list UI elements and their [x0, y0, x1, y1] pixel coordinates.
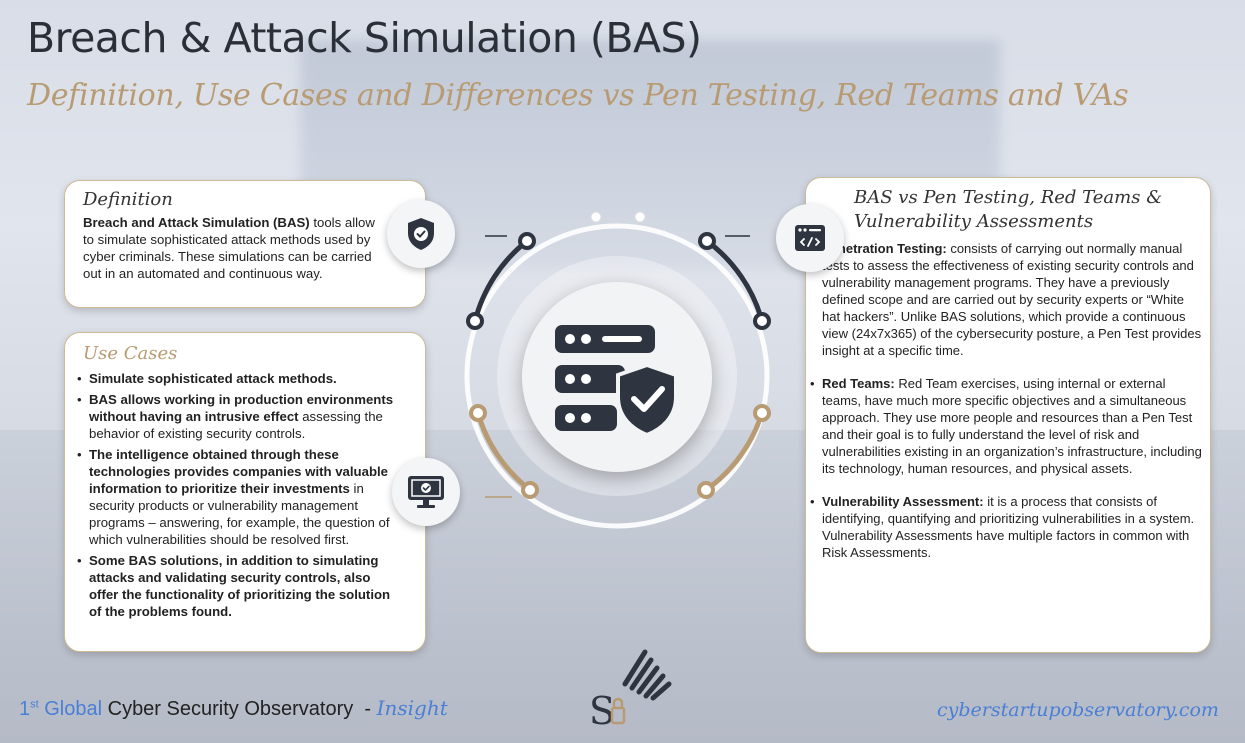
- footer-ordinal-suffix: st: [30, 698, 39, 711]
- item-bold: Red Teams:: [822, 376, 895, 391]
- ring-node: [697, 481, 715, 499]
- item-bold: Penetration Testing:: [822, 241, 947, 256]
- page-title: Breach & Attack Simulation (BAS): [27, 14, 702, 62]
- ring-node: [753, 404, 771, 422]
- list-item: Simulate sophisticated attack methods.: [77, 370, 395, 387]
- comparison-card: BAS vs Pen Testing, Red Teams & Vulnerab…: [805, 177, 1211, 653]
- page-subtitle: Definition, Use Cases and Differences vs…: [27, 78, 1129, 113]
- footer-global: Global: [38, 698, 103, 720]
- list-item: The intelligence obtained through these …: [77, 446, 395, 548]
- definition-card: Definition Breach and Attack Simulation …: [64, 180, 426, 308]
- list-item: Red Teams: Red Team exercises, using int…: [810, 375, 1202, 477]
- list-item: Penetration Testing: consists of carryin…: [810, 240, 1202, 359]
- footer-ordinal: 1: [19, 698, 31, 720]
- code-window-icon: [795, 225, 825, 251]
- use-cases-list: Simulate sophisticated attack methods. B…: [77, 370, 395, 620]
- list-item: BAS allows working in production environ…: [77, 391, 395, 442]
- svg-text:S: S: [589, 689, 615, 730]
- footer-insight: Insight: [376, 696, 448, 720]
- use-cases-heading: Use Cases: [83, 343, 178, 364]
- definition-body: tools allow to simulate sophisticated at…: [83, 215, 375, 281]
- list-item: Vulnerability Assessment: it is a proces…: [810, 493, 1202, 561]
- ring-node: [590, 211, 602, 223]
- ring-node: [753, 312, 771, 330]
- ring-node: [634, 211, 646, 223]
- footer-brand: 1st Global Cyber Security Observatory - …: [19, 696, 448, 721]
- ring-node: [698, 232, 716, 250]
- item-bold: Simulate sophisticated attack methods.: [89, 371, 337, 386]
- footer-observatory: Cyber Security Observatory: [102, 698, 354, 720]
- comparison-heading: BAS vs Pen Testing, Red Teams & Vulnerab…: [854, 187, 1163, 232]
- use-cases-icon-disc: [392, 458, 460, 526]
- observatory-logo: S: [589, 649, 672, 730]
- server-shield-icon: [554, 325, 678, 437]
- item-bold: BAS allows working in production environ…: [89, 392, 394, 424]
- ring-node: [469, 404, 487, 422]
- item-bold: Some BAS solutions, in addition to simul…: [89, 553, 391, 619]
- monitor-check-icon: [408, 476, 444, 508]
- footer-website-link[interactable]: cyberstartupobservatory.com: [937, 699, 1219, 721]
- item-text: it is a process that consists of identif…: [822, 494, 1195, 560]
- item-text: Red Team exercises, using internal or ex…: [822, 376, 1202, 476]
- definition-text: Breach and Attack Simulation (BAS) tools…: [83, 214, 385, 282]
- ring-node: [521, 481, 539, 499]
- item-bold: The intelligence obtained through these …: [89, 447, 388, 496]
- item-text: in security products or vulnerability ma…: [89, 481, 390, 547]
- comparison-icon-disc: [776, 204, 844, 272]
- list-item: Some BAS solutions, in addition to simul…: [77, 552, 395, 620]
- item-text: consists of carrying out normally manual…: [822, 241, 1202, 358]
- center-disc: [522, 282, 712, 472]
- definition-lead: Breach and Attack Simulation (BAS): [83, 215, 310, 230]
- definition-icon-disc: [387, 200, 455, 268]
- shield-check-icon: [408, 218, 434, 250]
- definition-heading: Definition: [83, 189, 173, 210]
- use-cases-card: Use Cases Simulate sophisticated attack …: [64, 332, 426, 652]
- ring-node: [518, 232, 536, 250]
- footer-dash: -: [353, 698, 377, 720]
- ring-node: [466, 312, 484, 330]
- item-bold: Vulnerability Assessment:: [822, 494, 984, 509]
- comparison-list: Penetration Testing: consists of carryin…: [810, 240, 1202, 561]
- item-text: assessing the behavior of existing secur…: [89, 409, 383, 441]
